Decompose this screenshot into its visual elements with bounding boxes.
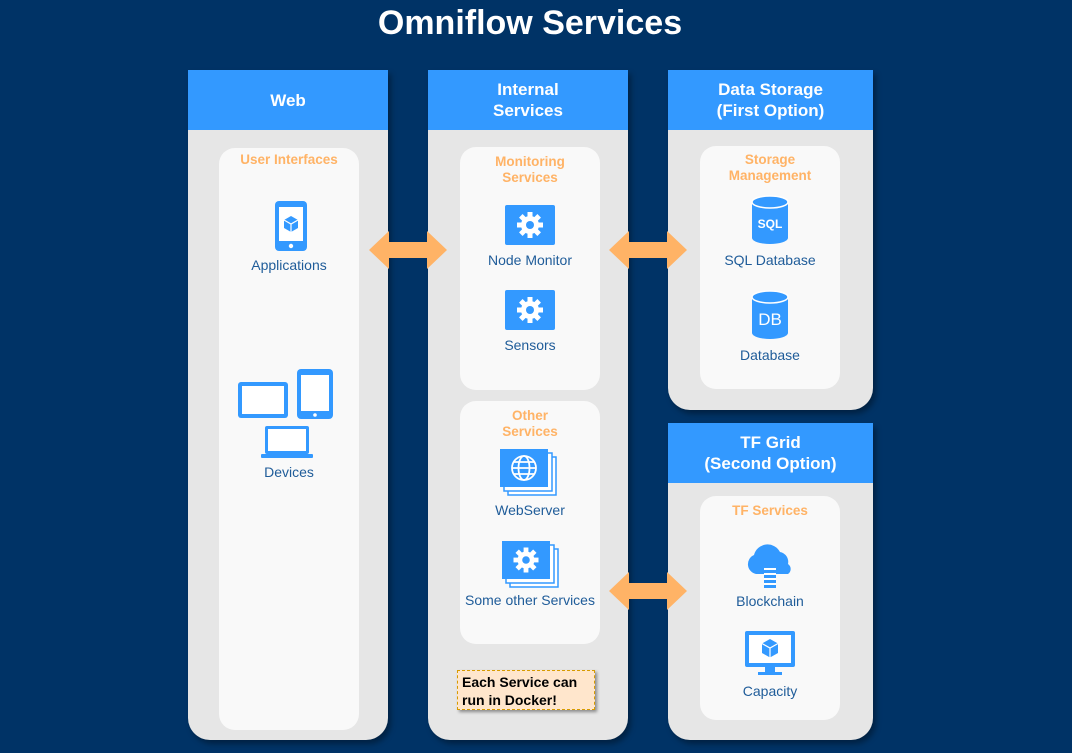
node-monitor-label: Node Monitor [487,252,573,268]
internal-storage-arrow [609,231,687,269]
monitoring-services-title: Monitoring Services [495,154,565,185]
storage-management-title: Storage Management [728,152,812,183]
applications-label: Applications [251,257,327,273]
sensors-label: Sensors [504,337,556,353]
gear-icon [505,205,555,245]
data-storage-column: Data Storage (First Option) Storage Mana… [668,70,873,410]
storage-management-group: Storage Management SQL SQL Database DB D… [700,146,840,389]
db-badge: DB [758,310,782,329]
web-internal-arrow [369,231,447,269]
webserver-label: WebServer [495,502,565,518]
tf-services-group: TF Services Blockchain Capacity [700,496,840,720]
capacity-label: Capacity [742,683,798,699]
tf-grid-column: TF Grid (Second Option) TF Services Bloc… [668,423,873,740]
diagram-title: Omniflow Services [377,4,683,42]
blockchain-label: Blockchain [736,593,804,609]
web-column-heading: Web [188,70,388,130]
other-services-title: Other Services [502,408,558,439]
other-services-group: Other Services WebServer [460,401,600,644]
some-other-services-label: Some other Services [465,592,595,608]
web-column: Web User Interfaces Applications Devices [188,70,388,740]
devices-label: Devices [264,464,314,480]
internal-services-heading: Internal Services [428,70,628,130]
internal-grid-arrow [609,572,687,610]
user-interfaces-title: User Interfaces [240,152,338,167]
internal-services-column: Internal Services Monitoring Services No… [428,70,628,740]
mobile-app-icon [275,201,307,251]
monitor-cube-icon [745,631,795,675]
devices-icon [238,369,333,458]
tf-grid-heading: TF Grid (Second Option) [668,423,873,483]
gear-stack-icon [502,541,559,588]
docker-note: Each Service can run in Docker! [457,670,595,710]
database-label: Database [740,347,800,363]
gear-icon [505,290,555,330]
data-storage-heading: Data Storage (First Option) [668,70,873,130]
user-interfaces-group: User Interfaces Applications Devices [219,148,359,730]
sql-database-label: SQL Database [724,252,816,268]
monitoring-services-group: Monitoring Services Node Monitor [460,147,600,390]
sql-badge: SQL [758,217,783,231]
sql-database-icon: SQL [751,195,789,244]
globe-icon [500,449,557,496]
tf-services-title: TF Services [732,503,808,518]
database-icon: DB [751,290,789,339]
cloud-icon [747,544,791,588]
